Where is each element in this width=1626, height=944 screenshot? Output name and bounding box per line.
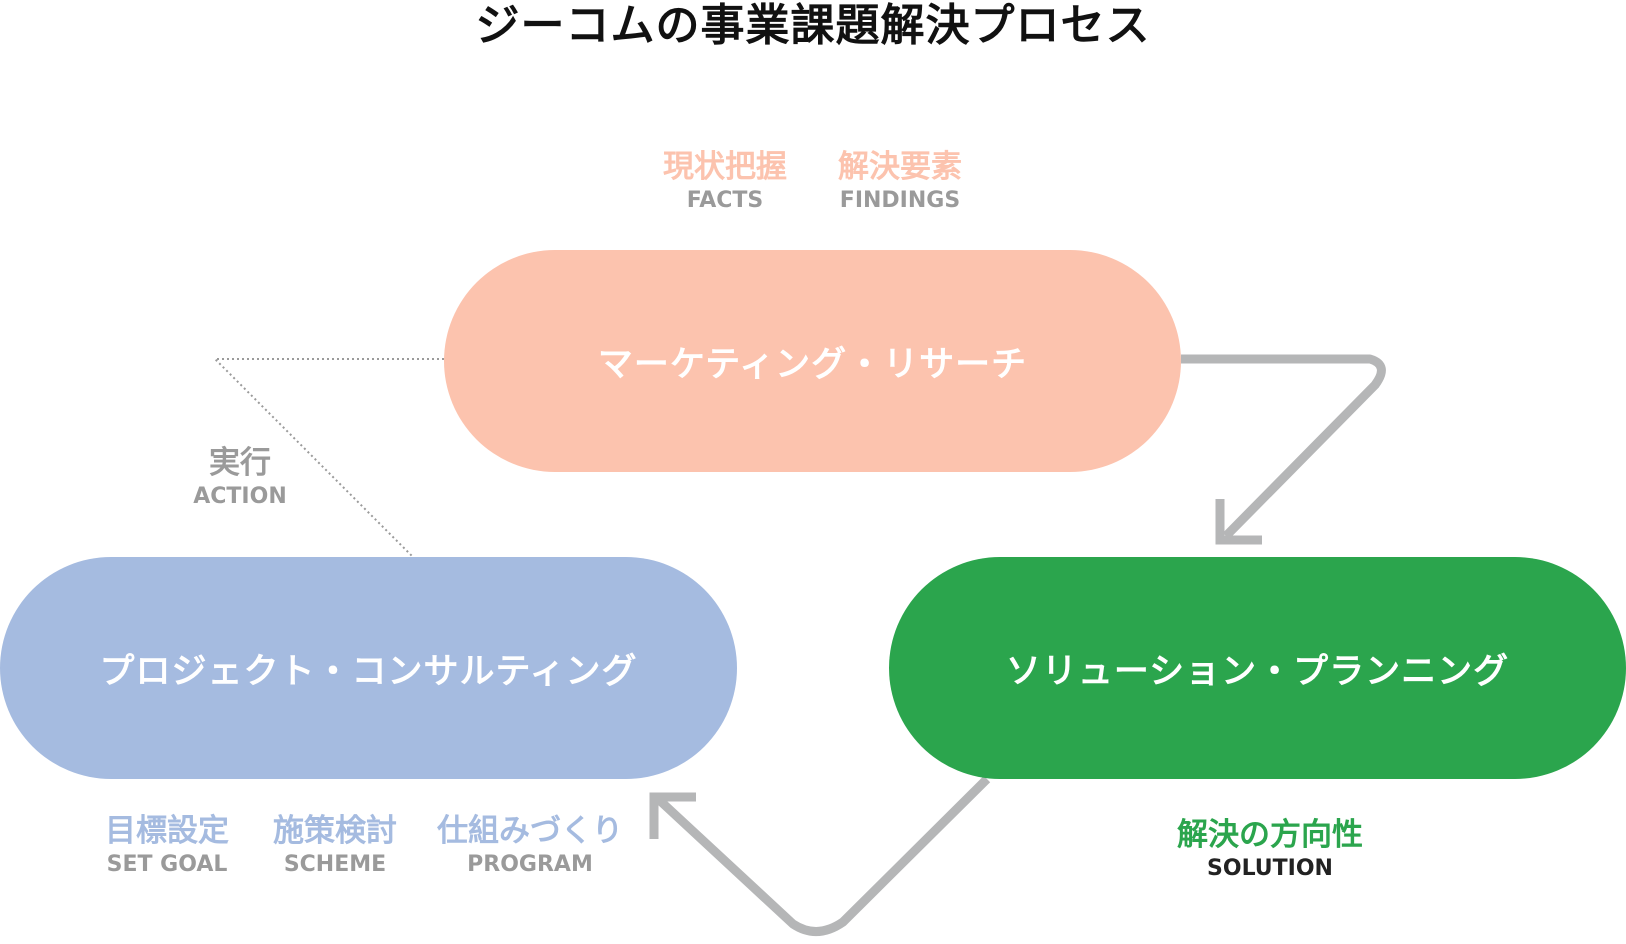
note-facts-en: FACTS — [686, 188, 764, 213]
note-solution-en: SOLUTION — [1207, 856, 1333, 881]
note-findings-en: FINDINGS — [839, 188, 961, 213]
note-action-en: ACTION — [193, 484, 287, 509]
arrow-solution-to-consulting-icon — [652, 775, 991, 936]
arrow-head-solution-icon — [1215, 499, 1262, 545]
note-scheme: 施策検討 SCHEME — [260, 812, 410, 880]
stage-marketing-research: マーケティング・リサーチ — [444, 250, 1181, 472]
stage-marketing-research-label: マーケティング・リサーチ — [597, 344, 1028, 385]
note-set-goal-jp: 目標設定 — [105, 813, 229, 849]
page-title: ジーコムの事業課題解決プロセス — [475, 0, 1151, 51]
stage-solution-planning: ソリューション・プランニング — [889, 557, 1626, 779]
stage-solution-planning-label: ソリューション・プランニング — [1005, 651, 1510, 692]
note-action-jp: 実行 — [209, 445, 271, 481]
note-solution: 解決の方向性 SOLUTION — [1150, 816, 1390, 884]
note-scheme-jp: 施策検討 — [273, 813, 397, 849]
note-scheme-en: SCHEME — [283, 852, 387, 877]
note-set-goal: 目標設定 SET GOAL — [92, 812, 242, 880]
stage-project-consulting-label: プロジェクト・コンサルティング — [99, 651, 638, 692]
note-findings-jp: 解決要素 — [838, 149, 962, 185]
note-program-en: PROGRAM — [467, 852, 593, 877]
note-facts: 現状把握 FACTS — [640, 148, 810, 216]
stage-project-consulting: プロジェクト・コンサルティング — [0, 557, 737, 779]
note-set-goal-en: SET GOAL — [106, 852, 228, 877]
note-solution-jp: 解決の方向性 — [1177, 817, 1363, 853]
note-action: 実行 ACTION — [180, 444, 300, 512]
dotted-action-connector — [212, 358, 444, 559]
arrow-head-consulting-icon — [649, 792, 696, 839]
note-program-jp: 仕組みづくり — [437, 813, 623, 849]
note-program: 仕組みづくり PROGRAM — [425, 812, 635, 880]
arrow-research-to-solution-icon — [1181, 354, 1386, 540]
note-facts-jp: 現状把握 — [663, 149, 787, 185]
note-findings: 解決要素 FINDINGS — [815, 148, 985, 216]
